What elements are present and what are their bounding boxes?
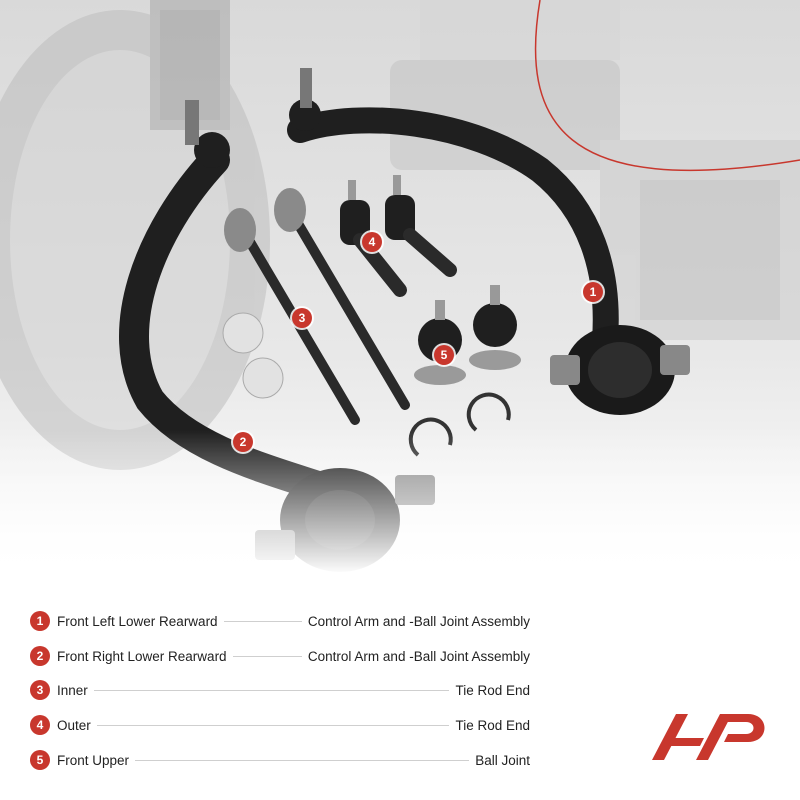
leader-line: [223, 620, 302, 622]
legend-number-badge: 3: [30, 680, 50, 700]
legend-row-4: 4 Outer Tie Rod End: [30, 714, 530, 736]
legend-part-position: Front Left Lower Rearward: [57, 613, 218, 629]
product-photo: 1 2 3 4 5: [0, 0, 800, 590]
outer-tie-rod-ends: [340, 175, 457, 297]
legend-number-badge: 5: [30, 750, 50, 770]
callout-4: 4: [362, 232, 382, 252]
legend-part-position: Outer: [57, 717, 91, 733]
legend-part-type: Tie Rod End: [455, 682, 530, 698]
legend-row-3: 3 Inner Tie Rod End: [30, 679, 530, 701]
accent-arc: [534, 0, 800, 172]
legend-part-type: Control Arm and -Ball Joint Assembly: [307, 648, 530, 664]
legend-row-5: 5 Front Upper Ball Joint: [30, 749, 530, 771]
legend-number-badge: 1: [30, 611, 50, 631]
legend-part-type: Control Arm and -Ball Joint Assembly: [307, 613, 530, 629]
legend-part-type: Ball Joint: [475, 752, 530, 768]
ball-joints: [414, 285, 521, 385]
legend-number-badge: 2: [30, 646, 50, 666]
leader-line: [93, 689, 450, 691]
legend-part-position: Inner: [57, 682, 88, 698]
photo-fade: [0, 430, 800, 590]
leader-line: [96, 724, 450, 726]
leader-line: [135, 759, 470, 761]
legend-number-badge: 4: [30, 715, 50, 735]
control-arm-1: [287, 68, 690, 415]
washers: [222, 312, 284, 399]
legend-part-type: Tie Rod End: [455, 717, 530, 733]
callout-1: 1: [583, 282, 603, 302]
legend-row-1: 1 Front Left Lower Rearward Control Arm …: [30, 610, 530, 632]
legend-row-2: 2 Front Right Lower Rearward Control Arm…: [30, 645, 530, 667]
legend-part-position: Front Upper: [57, 752, 130, 768]
callout-3: 3: [292, 308, 312, 328]
callout-2: 2: [233, 432, 253, 452]
legend-part-position: Front Right Lower Rearward: [57, 648, 227, 664]
callout-5: 5: [434, 345, 454, 365]
brand-logo-icon: [652, 708, 772, 764]
leader-line: [232, 655, 302, 657]
